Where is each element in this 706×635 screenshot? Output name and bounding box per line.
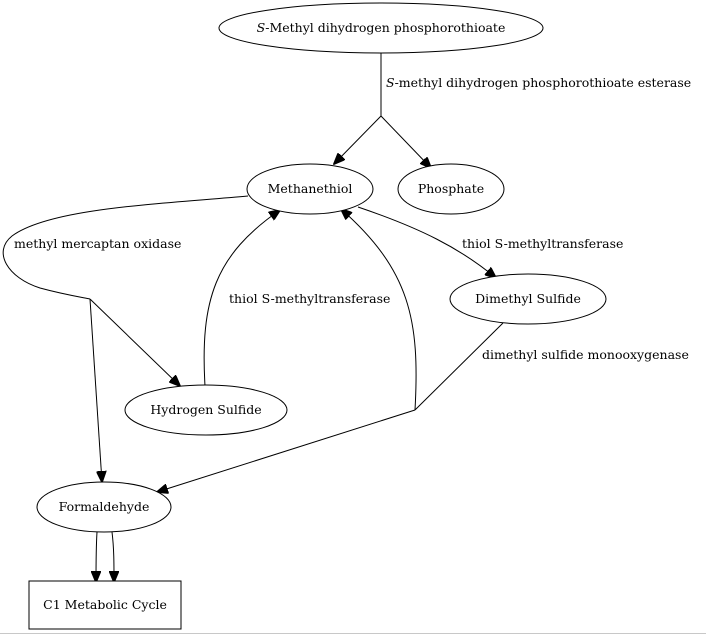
- bottom-divider: [0, 633, 706, 634]
- edge-label-thiol-methyltransferase-dms: thiol S-methyltransferase: [462, 236, 623, 251]
- node-label: Formaldehyde: [59, 499, 150, 514]
- edge-label-oxidase: methyl mercaptan oxidase: [14, 236, 181, 251]
- node-formaldehyde[interactable]: Formaldehyde: [36, 481, 172, 533]
- edge-methanethiol-to-dms: [357, 206, 496, 278]
- node-label: Methanethiol: [268, 181, 353, 196]
- node-label: Hydrogen Sulfide: [150, 402, 261, 417]
- node-label: Dimethyl Sulfide: [475, 291, 581, 306]
- edge-label-monooxygenase: dimethyl sulfide monooxygenase: [482, 347, 689, 362]
- node-dimethyl-sulfide[interactable]: Dimethyl Sulfide: [449, 273, 607, 325]
- node-phosphate[interactable]: Phosphate: [397, 163, 505, 215]
- edge-label-thiol-methyltransferase-h2s: thiol S-methyltransferase: [229, 291, 390, 306]
- node-label: C1 Metabolic Cycle: [43, 597, 167, 612]
- edge-methyl-mercaptan-oxidase: [2, 195, 249, 482]
- node-hydrogen-sulfide[interactable]: Hydrogen Sulfide: [124, 384, 288, 436]
- edge-formaldehyde-to-c1: [96, 531, 114, 582]
- node-label: Phosphate: [418, 181, 484, 196]
- edge-dms-monooxygenase: [157, 209, 504, 492]
- node-methanethiol[interactable]: Methanethiol: [246, 163, 374, 215]
- node-s-methyl-dihydrogen-phosphorothioate[interactable]: S-Methyl dihydrogen phosphorothioate: [218, 2, 544, 54]
- edge-label-esterase: S-methyl dihydrogen phosphorothioate est…: [386, 75, 691, 90]
- edge-h2s-to-methanethiol: [203, 210, 280, 387]
- edge-esterase: [334, 53, 431, 168]
- node-label: S-Methyl dihydrogen phosphorothioate: [257, 20, 506, 35]
- node-c1-metabolic-cycle[interactable]: C1 Metabolic Cycle: [28, 580, 182, 630]
